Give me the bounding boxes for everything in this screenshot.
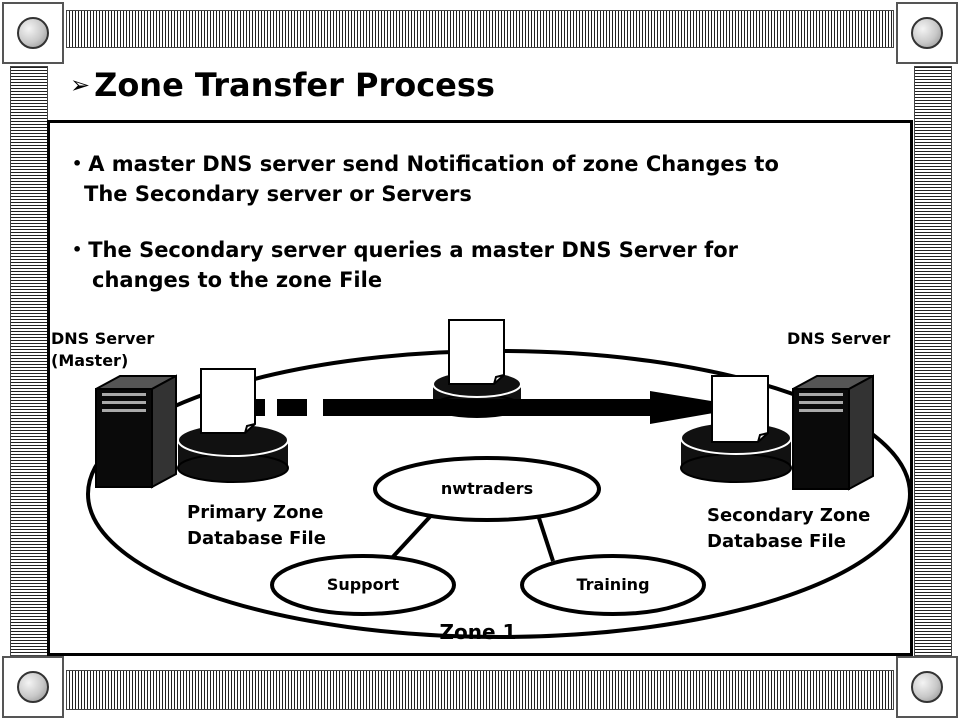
frame-right-bar bbox=[914, 66, 952, 656]
bullet-dot-icon: • bbox=[72, 154, 83, 173]
frame-top-bar bbox=[66, 10, 894, 48]
master-server-label: DNS Server (Master) bbox=[51, 328, 154, 372]
secondary-server-label: DNS Server bbox=[787, 329, 891, 348]
corner-knob-bottom-right bbox=[896, 656, 958, 718]
knob-icon bbox=[911, 17, 943, 49]
primary-document-icon bbox=[200, 368, 256, 434]
master-server-label-line-2: (Master) bbox=[51, 351, 129, 370]
secondary-document-icon bbox=[711, 375, 769, 443]
bullet-2: • The Secondary server queries a master D… bbox=[72, 235, 738, 267]
primary-database-icon bbox=[177, 423, 289, 483]
corner-knob-bottom-left bbox=[2, 656, 64, 718]
master-server-icon bbox=[95, 374, 177, 489]
primary-db-label: Primary Zone Database File bbox=[187, 500, 326, 552]
bullet-2-line-1: The Secondary server queries a master DN… bbox=[88, 238, 739, 262]
node-nwtraders-ellipse bbox=[373, 456, 601, 522]
transit-document-icon bbox=[448, 319, 505, 385]
bullet-1-line-2: The Secondary server or Servers bbox=[84, 182, 472, 206]
node-support-label: Support bbox=[326, 575, 400, 594]
zone-label: Zone 1 bbox=[439, 620, 517, 644]
bullet-2-line-2: changes to the zone File bbox=[92, 268, 383, 292]
slide-title-text: Zone Transfer Process bbox=[94, 66, 495, 104]
bullet-1-continuation: The Secondary server or Servers bbox=[84, 179, 472, 209]
node-training-label: Training bbox=[576, 575, 650, 594]
node-support-ellipse bbox=[270, 554, 456, 616]
bullet-2-continuation: changes to the zone File bbox=[92, 265, 382, 295]
knob-icon bbox=[17, 671, 49, 703]
bullet-1: • A master DNS server send Notification o… bbox=[72, 149, 779, 181]
master-server-label-line-1: DNS Server bbox=[51, 329, 155, 348]
arrow-bullet-icon: ➢ bbox=[70, 71, 91, 99]
secondary-db-label: Secondary Zone Database File bbox=[707, 503, 870, 555]
knob-icon bbox=[911, 671, 943, 703]
frame-left-bar bbox=[10, 66, 48, 656]
corner-knob-top-right bbox=[896, 2, 958, 64]
node-nwtraders-label: nwtraders bbox=[440, 479, 534, 498]
secondary-server-icon bbox=[792, 374, 874, 491]
bullet-1-line-1: A master DNS server send Notification of… bbox=[88, 152, 779, 176]
knob-icon bbox=[17, 17, 49, 49]
primary-db-label-line-1: Primary Zone bbox=[187, 502, 324, 523]
secondary-db-label-line-1: Secondary Zone bbox=[707, 505, 871, 526]
corner-knob-top-left bbox=[2, 2, 64, 64]
node-training-ellipse bbox=[520, 554, 706, 616]
frame-bottom-bar bbox=[66, 670, 894, 710]
secondary-db-label-line-2: Database File bbox=[707, 531, 846, 552]
tree-link-right bbox=[535, 511, 555, 562]
transfer-arrow bbox=[247, 391, 748, 424]
slide-title: ➢Zone Transfer Process bbox=[70, 66, 495, 104]
primary-db-label-line-2: Database File bbox=[187, 528, 326, 549]
bullet-dot-icon: • bbox=[72, 240, 83, 259]
